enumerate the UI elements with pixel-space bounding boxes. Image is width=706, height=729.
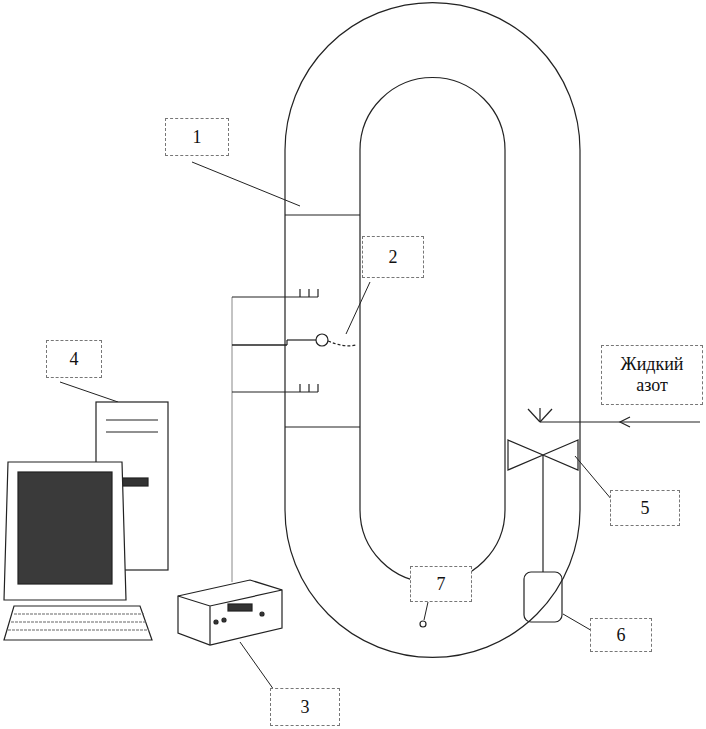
device-knob — [260, 612, 264, 616]
motor-shaft — [542, 455, 543, 572]
probe-rod — [286, 340, 287, 345]
probe-tick — [308, 289, 309, 297]
callout-box: 7 — [410, 566, 472, 602]
pc-keys — [8, 614, 149, 630]
probe-tick — [299, 289, 300, 297]
device-box — [178, 580, 282, 645]
probe-tick — [317, 384, 318, 392]
section-border — [285, 214, 360, 215]
callout-box: 6 — [590, 618, 652, 652]
loop-outer-wall — [285, 3, 580, 658]
motor-body — [524, 572, 562, 622]
callout-box: 2 — [362, 236, 424, 278]
callout-text: Жидкий азот — [608, 354, 696, 395]
leader-line — [192, 162, 300, 206]
section-border — [285, 426, 360, 427]
pc-detail — [106, 431, 158, 432]
pc-keyboard — [4, 606, 152, 640]
callout-text: 6 — [617, 625, 626, 646]
callout-text: 2 — [389, 247, 398, 268]
sensor-dot — [420, 621, 426, 627]
probe-comb — [232, 296, 318, 297]
inlet-funnel — [539, 408, 540, 422]
probe-tick — [308, 384, 309, 392]
callout-text: 3 — [301, 697, 310, 718]
sample-ball — [316, 334, 328, 346]
signal-wire — [232, 297, 233, 582]
probe-rod — [287, 339, 316, 340]
callout-box: Жидкий азот — [601, 345, 703, 405]
device-knob — [214, 620, 218, 624]
callout-box: 3 — [270, 688, 340, 726]
callout-text: 4 — [70, 349, 79, 370]
probe-tick — [317, 289, 318, 297]
probe-rod — [232, 344, 287, 346]
probe-comb — [232, 391, 318, 392]
device-knob — [222, 618, 226, 622]
callout-text: 1 — [193, 127, 202, 148]
callout-box: 5 — [610, 490, 680, 526]
leader-line — [60, 382, 118, 402]
leader-line — [424, 602, 428, 620]
pc-screen — [18, 472, 112, 584]
device-edge — [178, 590, 282, 645]
callout-text: 5 — [641, 498, 650, 519]
leader-line — [346, 282, 370, 334]
loop-inner-wall — [360, 77, 505, 582]
inlet-funnel — [540, 409, 552, 422]
sample-thread — [328, 341, 356, 346]
pc-detail — [106, 419, 158, 420]
inlet-funnel — [528, 409, 540, 422]
device-display — [228, 604, 252, 611]
flow-arrowhead — [620, 417, 630, 427]
leader-line — [240, 642, 274, 690]
probe-tick — [299, 384, 300, 392]
callout-box: 4 — [46, 340, 102, 378]
leader-line — [575, 456, 612, 500]
pc-monitor — [4, 462, 126, 600]
callout-box: 1 — [165, 118, 229, 156]
callout-text: 7 — [437, 574, 446, 595]
